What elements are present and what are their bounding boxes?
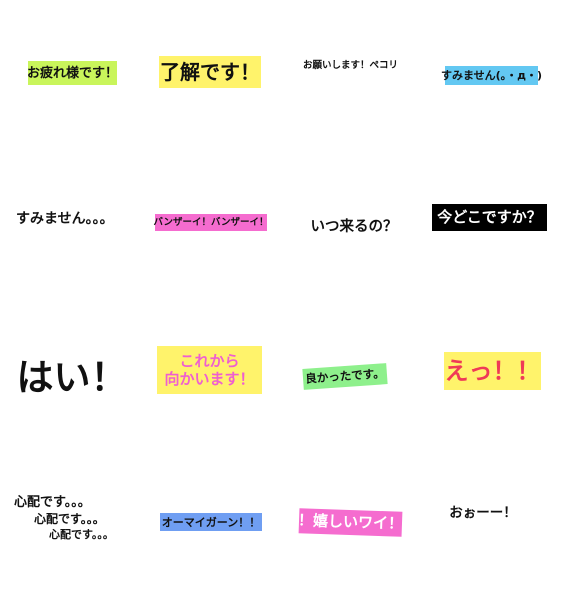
sticker-label: すみません(。・д・)	[440, 69, 543, 82]
sticker-banzai[interactable]: バンザーイ！バンザーイ！	[153, 214, 269, 231]
sticker-label: 了解です！	[160, 60, 260, 84]
sticker-label: ！嬉しいワイ！	[297, 511, 404, 533]
sticker-hai[interactable]: はい！	[17, 352, 128, 402]
sticker-label: バンザーイ！バンザーイ！	[153, 216, 269, 228]
sticker-yokatta[interactable]: 良かったです。	[302, 363, 388, 390]
sticker-label: お疲れ様です！	[27, 65, 119, 81]
sticker-label: おぉーー！	[449, 505, 517, 522]
sticker-ureshii[interactable]: ！嬉しいワイ！	[297, 508, 404, 537]
sticker-label-line3: 心配です。。。	[49, 528, 114, 541]
sticker-itsukuru[interactable]: いつ来るの？	[308, 215, 400, 239]
sticker-shinpai[interactable]: 心配です。。。 心配です。。。 心配です。。。	[14, 490, 126, 546]
sticker-otsukare[interactable]: お疲れ様です！	[27, 61, 119, 85]
sticker-label-line1: 心配です。。。	[14, 495, 91, 510]
sticker-omygah[interactable]: オーマイガーン！！	[160, 513, 262, 531]
sticker-korekara[interactable]: これから 向かいます！	[157, 346, 262, 394]
sticker-label-line2: 向かいます！	[164, 369, 255, 388]
sticker-sumimasen-face[interactable]: すみません(。・д・)	[441, 66, 542, 85]
sticker-label: オーマイガーン！！	[161, 515, 261, 529]
sticker-label: はい！	[16, 355, 128, 399]
sticker-label: 良かったです。	[304, 366, 386, 386]
sticker-ett[interactable]: えっ！！	[444, 352, 541, 390]
sticker-label: いつ来るの？	[310, 218, 398, 235]
sticker-label: お願いします！ペコリ	[303, 60, 399, 72]
sticker-oooo[interactable]: おぉーー！	[447, 503, 519, 525]
sticker-imadoko[interactable]: 今どこですか？	[432, 204, 547, 231]
sticker-label: すみません。。。	[16, 211, 114, 227]
sticker-label: えっ！！	[444, 357, 541, 385]
sticker-ryoukai[interactable]: 了解です！	[159, 56, 261, 88]
sticker-onegai[interactable]: お願いします！ペコリ	[303, 58, 399, 74]
sticker-label-line1: これから	[179, 351, 240, 370]
sticker-label: 今どこですか？	[437, 208, 542, 226]
sticker-sumimasen-dots[interactable]: すみません。。。	[16, 207, 124, 231]
sticker-label-line2: 心配です。。。	[34, 512, 105, 526]
